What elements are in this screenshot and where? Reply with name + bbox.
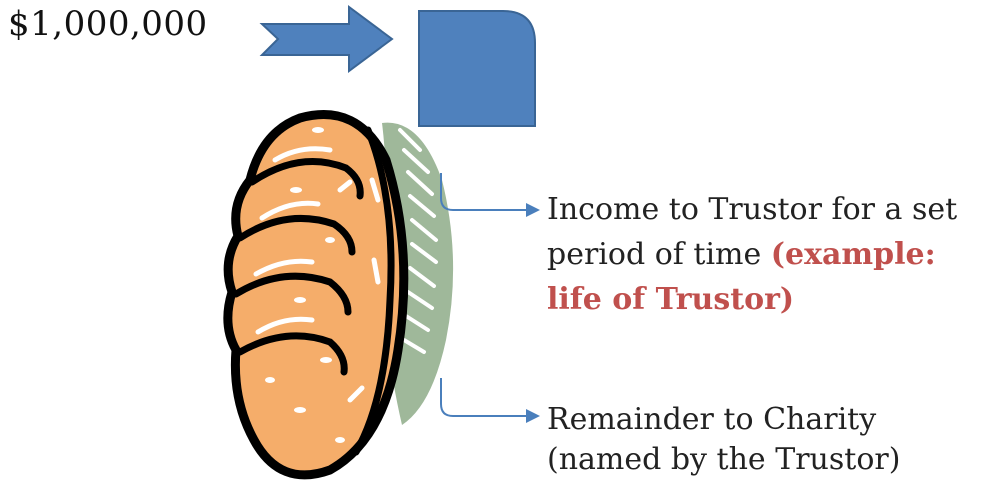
income-line-2: period of time (example: [547,232,957,277]
income-example-detail: life of Trustor) [547,277,957,322]
income-example-label: (example: [771,237,936,272]
trust-box-icon [419,11,535,126]
remainder-line-2: (named by the Trustor) [547,440,900,480]
right-arrow-icon [262,7,392,71]
remainder-connector [441,378,540,423]
remainder-caption: Remainder to Charity (named by the Trust… [547,400,900,480]
bread-clipart-icon [228,115,453,475]
income-line-1: Income to Trustor for a set [547,187,957,232]
remainder-line-1: Remainder to Charity [547,400,900,440]
income-line-2-text: period of time [547,237,771,272]
income-connector [441,173,540,217]
income-caption: Income to Trustor for a set period of ti… [547,187,957,322]
